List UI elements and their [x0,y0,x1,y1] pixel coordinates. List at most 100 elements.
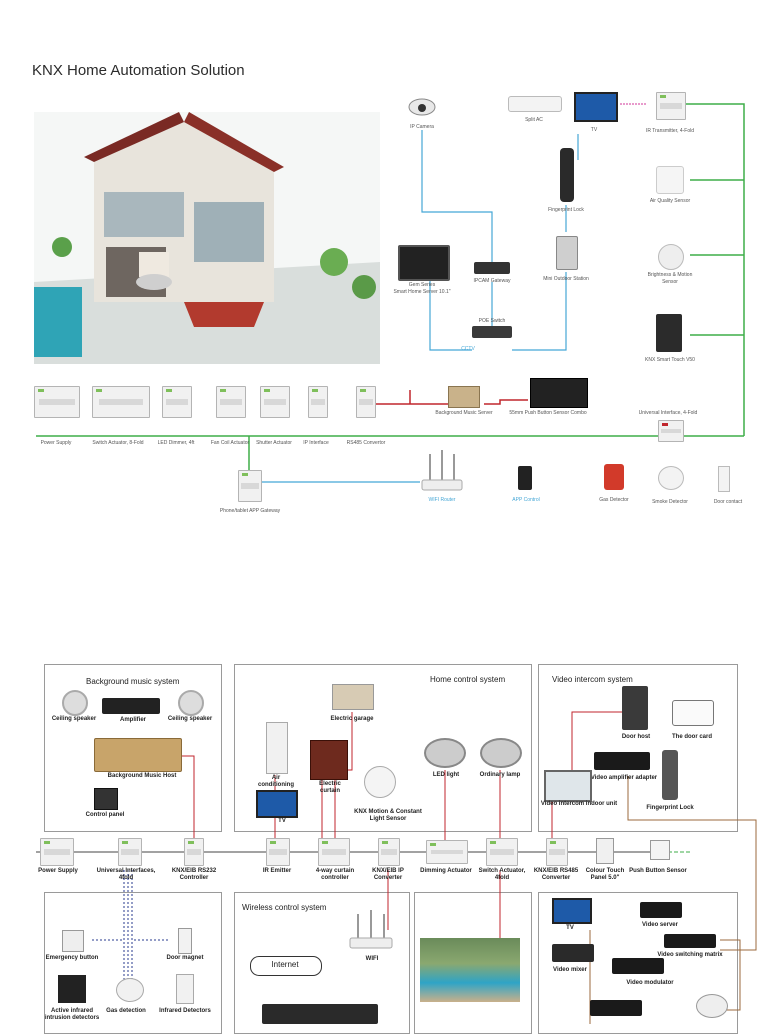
ip-conv-label-2: Converter [373,875,403,881]
door-magnet-device [178,928,192,954]
bottom-curtain [318,838,350,866]
ceiling-speaker-left [62,690,88,716]
video-modulator-label: Video modulator [626,980,674,986]
rs232-label-2: Controller [179,875,209,881]
ir-emitter-label: IR Emitter [262,868,292,874]
rs485-label-1: KNX/EIB RS485 [533,868,579,874]
fingerprint-lock-bottom-label: Fingerprint Lock [646,805,694,811]
motion-sensor-device [364,766,396,798]
rs485-label: RS485 Convertor [346,440,386,446]
control-panel-label: Control panel [85,812,125,818]
electric-garage-device [332,684,374,710]
ip-interface-device [308,386,328,418]
video-mixer-label: Video mixer [553,967,587,973]
ip-interface-label: IP Interface [303,440,329,446]
rs485-device [356,386,376,418]
brightness-motion-label-2: Sensor [662,279,678,285]
brightness-motion-device [658,244,684,270]
emergency-button-device [62,930,84,952]
gas-detection-device [116,978,144,1002]
ordinary-lamp-label: Ordinary lamp [479,772,521,778]
air-quality-label: Air Quality Sensor [649,198,691,204]
mini-outdoor-label: Mini Outdoor Station [543,276,589,282]
video-matrix-device [664,934,716,948]
control-panel-device [94,788,118,810]
switch-actuator-device [92,386,150,418]
brightness-motion-label-1: Brightness & Motion [647,272,693,278]
touch-label-1: Colour Touch [585,868,625,874]
ip-camera-label: IP Camera [410,124,434,130]
intercom-indoor-label: Video intercom indoor unit [540,801,618,807]
power-supply-device [34,386,80,418]
ipcam-gateway-label: IPCAM Gateway [473,278,511,284]
dimming-label: Dimming Actuator [420,868,472,874]
video-server-label: Video server [642,922,678,928]
bottom-ir-emitter [266,838,290,866]
switch-label-2: 4fold [494,875,510,881]
bottom-ip-converter [378,838,400,866]
wifi-router-label: WIFI Router [428,497,456,503]
push-button-label: Push Button Sensor [629,868,687,874]
universal-interface-label: Universal Interface, 4-Fold [638,410,698,416]
active-ir-label-1: Active infrared [50,1008,94,1014]
knx-touch-label: KNX Smart Touch V50 [645,357,695,363]
video-amp-label: Video amplifier adapter [590,775,658,781]
mini-outdoor-device [556,236,578,270]
house-illustration [34,112,380,364]
tv2-label: TV [566,925,574,931]
electric-garage-label: Electric garage [330,716,374,722]
video-intercom-title: Video intercom system [552,675,633,684]
door-magnet-label: Door magnet [166,955,204,961]
ceiling-speaker-right-label: Ceiling speaker [167,716,213,722]
bottom-power-supply [40,838,74,866]
security-box [44,892,222,1034]
push-button-combo-label: 55mm Push Button Sensor Combo [509,410,587,416]
infrared-label: Infrared Detectors [159,1008,211,1014]
motion-sensor-label-2: Light Sensor [369,816,407,822]
bottom-rs485 [546,838,568,866]
led-dimmer-device [162,386,192,418]
air-conditioning-label-2: conditioning [258,782,294,788]
tv2-device [552,898,592,924]
background-music-title: Background music system [86,677,180,686]
door-contact-label: Door contact [713,499,743,505]
ceiling-speaker-left-label: Ceiling speaker [51,716,97,722]
bottom-universal [118,838,142,866]
internet-cloud [250,956,322,976]
emergency-label: Emergency button [45,955,99,961]
bg-music-host-device [94,738,182,772]
gem-series-label-2: Smart Home Server 10.1" [393,289,451,295]
gas-detector-label: Gas Detector [599,497,629,503]
fingerprint-lock-bottom-device [662,750,678,800]
touch-label-2: Panel 5.0" [590,875,620,881]
ir-transmitter-label: IR Transmitter, 4-Fold [645,128,695,134]
fan-coil-device [216,386,246,418]
universal-label-1: Universal Interfaces, [96,868,156,874]
air-quality-device [656,166,684,194]
led-light-label: LED light [432,772,460,778]
door-card-device [672,700,714,726]
fingerprint-lock-device [560,148,574,202]
poe-switch-label: POE Switch [478,318,506,324]
gas-label: Gas detection [106,1008,146,1014]
led-light-device [424,738,466,768]
led-dimmer-label: LED Dimmer, 4ft [157,440,195,446]
wireless-devices [262,1004,378,1024]
video-server-device [640,902,682,918]
switch-actuator-label: Switch Actuator, 8-Fold [92,440,144,446]
smoke-detector-device [658,466,684,490]
ir-transmitter-device [656,92,686,120]
curtain-label-2: controller [321,875,349,881]
video-matrix-label: Video switching matrix [657,952,723,958]
amplifier-device [102,698,160,714]
page-title: KNX Home Automation Solution [32,62,245,79]
electric-curtain-device [310,740,348,780]
bottom-dimming [426,840,468,864]
app-control-label: APP Control [512,497,540,503]
phone-device [518,466,532,490]
wifi-router-device [420,448,464,492]
ip-conv-label-1: KNX/EIB IP [372,868,404,874]
motion-sensor-label-1: KNX Motion & Constant [354,809,422,815]
bottom-power-supply-label: Power Supply [38,868,78,874]
